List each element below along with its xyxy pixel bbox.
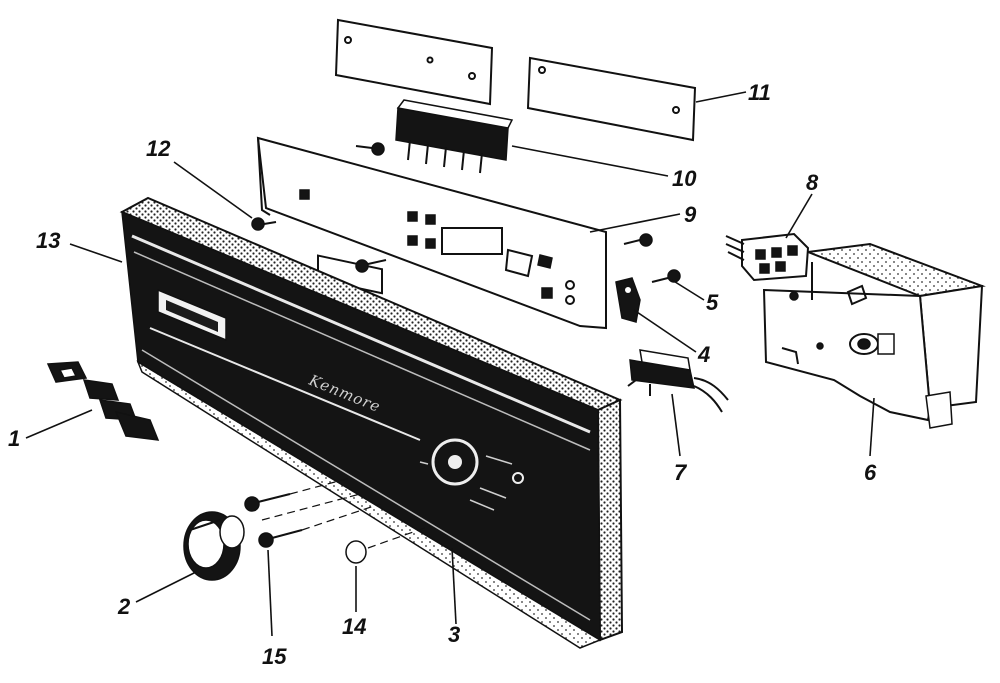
callout-9: 9 xyxy=(684,202,697,227)
leader-4 xyxy=(633,309,697,353)
screw-15-upper xyxy=(244,477,351,512)
knob xyxy=(183,511,245,581)
switch-lever xyxy=(615,277,641,323)
push-buttons xyxy=(46,361,160,441)
leader-15 xyxy=(267,549,273,637)
leader-12 xyxy=(173,161,253,219)
callout-15: 15 xyxy=(262,644,287,669)
leader-10 xyxy=(511,145,669,177)
leader-7 xyxy=(671,393,681,457)
back-plate-right xyxy=(526,56,697,142)
leader-6 xyxy=(869,397,875,457)
back-plate-left xyxy=(334,18,494,106)
callout-11: 11 xyxy=(748,80,771,105)
callout-2: 2 xyxy=(117,594,131,619)
callout-4: 4 xyxy=(697,342,710,367)
leader-5 xyxy=(671,279,705,301)
leader-8 xyxy=(785,193,813,239)
callout-6: 6 xyxy=(864,460,877,485)
leader-9 xyxy=(589,213,681,233)
plug xyxy=(345,525,431,564)
screw-5-lower xyxy=(651,269,681,283)
door-switch xyxy=(627,349,729,413)
switch-block xyxy=(395,99,514,174)
leader-13 xyxy=(69,243,123,263)
callout-13: 13 xyxy=(36,228,60,253)
callout-5: 5 xyxy=(706,290,719,315)
leader-1 xyxy=(25,409,93,439)
callout-7: 7 xyxy=(674,460,688,485)
callout-14: 14 xyxy=(342,614,366,639)
timer xyxy=(762,242,986,429)
screw-5-upper xyxy=(623,233,653,247)
callout-3: 3 xyxy=(448,622,460,647)
callout-1: 1 xyxy=(8,426,20,451)
mounting-bracket xyxy=(256,136,607,330)
callout-12: 12 xyxy=(146,136,171,161)
screw-mid xyxy=(355,259,387,273)
screw-top xyxy=(355,142,385,156)
callout-8: 8 xyxy=(806,170,819,195)
leader-11 xyxy=(695,91,747,103)
wire-connector xyxy=(725,232,810,282)
screw-12 xyxy=(251,217,277,231)
control-panel: Kenmore xyxy=(119,196,624,649)
screw-15-lower xyxy=(258,503,381,548)
leader-2 xyxy=(135,571,197,603)
callout-10: 10 xyxy=(672,166,697,191)
leader-3 xyxy=(451,547,457,625)
